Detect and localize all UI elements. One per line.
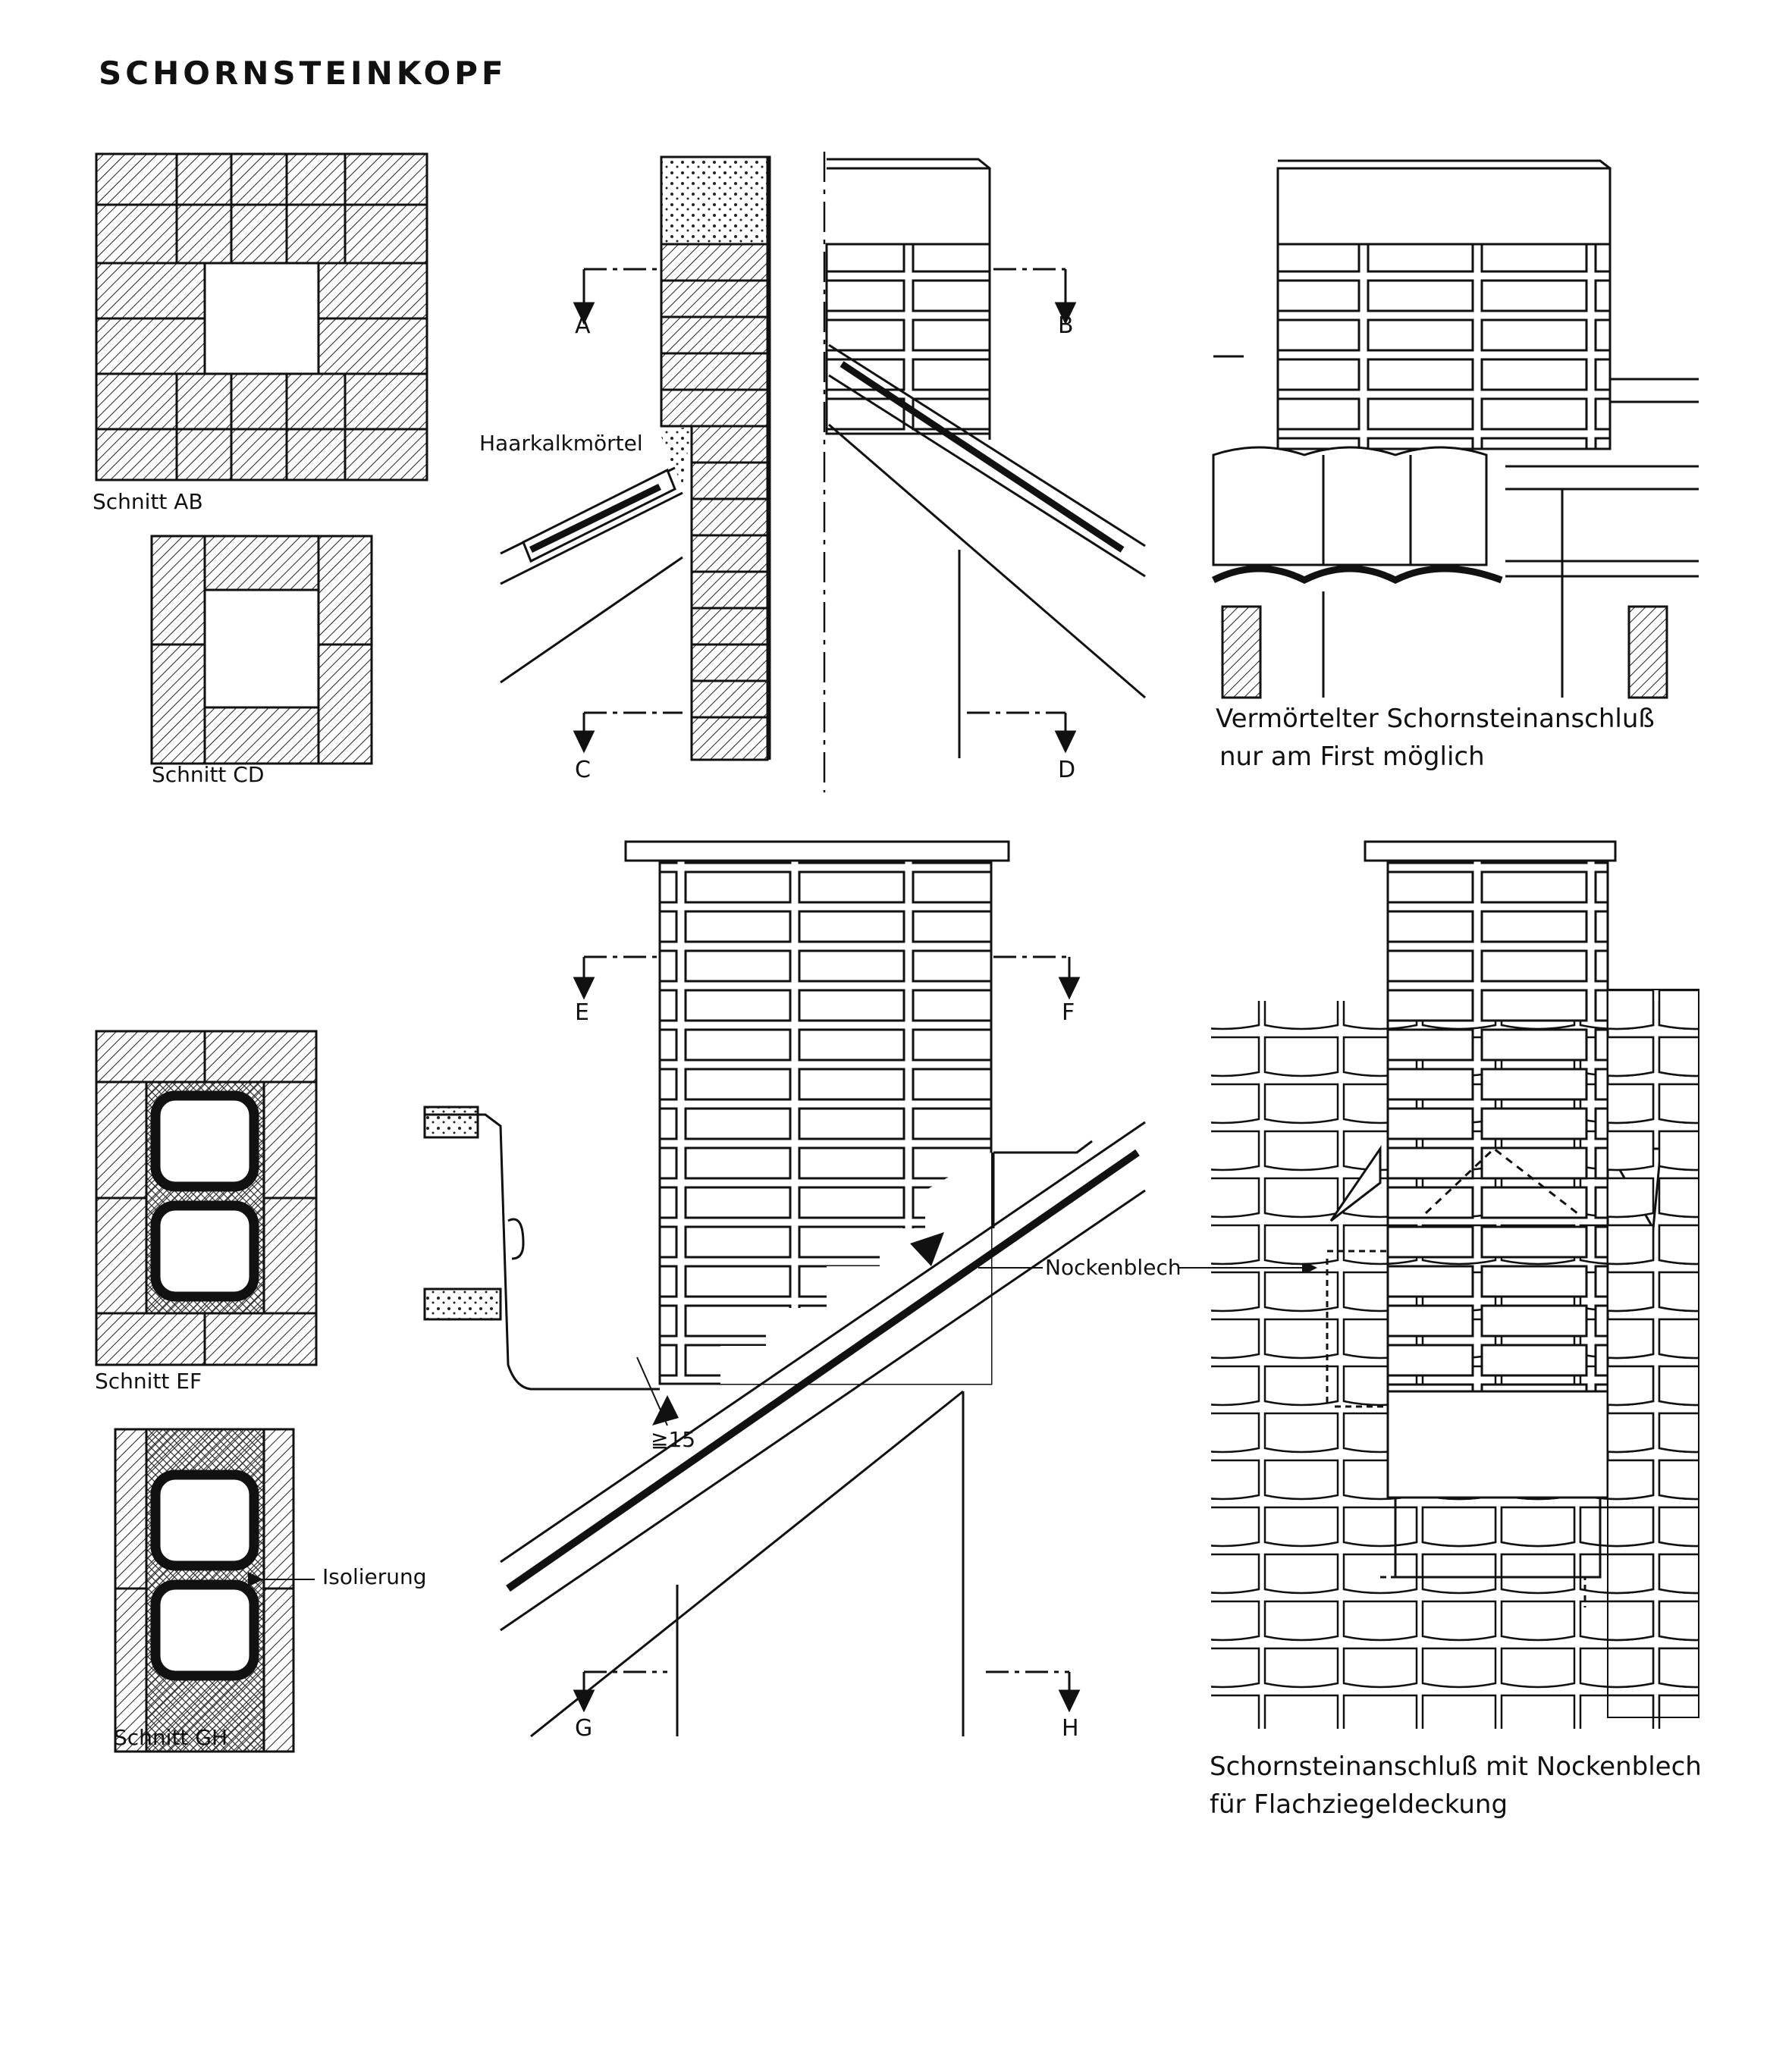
caption-top-right-2: nur am First möglich — [1219, 742, 1485, 772]
section-cd-plan — [150, 535, 373, 765]
section-ab-plan — [95, 152, 428, 481]
marker-c: C — [575, 757, 591, 783]
marker-a: A — [575, 312, 591, 339]
caption-top-right-1: Vermörtelter Schornsteinanschluß — [1216, 704, 1655, 734]
marker-h: H — [1062, 1715, 1079, 1742]
label-nockenblech: Nockenblech — [1045, 1255, 1182, 1280]
label-schnitt-cd: Schnitt CD — [152, 762, 265, 787]
marker-d: D — [1058, 757, 1076, 783]
nockenblech-section — [423, 840, 1317, 1738]
label-haarkalkmoertel: Haarkalkmörtel — [479, 431, 643, 456]
page-title: SCHORNSTEINKOPF — [99, 55, 507, 92]
label-isolierung: Isolierung — [322, 1564, 427, 1589]
label-schnitt-ef: Schnitt EF — [95, 1369, 202, 1394]
marker-f: F — [1062, 999, 1075, 1026]
caption-bottom-right-1: Schornsteinanschluß mit Nockenblech — [1210, 1752, 1702, 1782]
caption-bottom-right-2: für Flachziegeldeckung — [1210, 1789, 1508, 1820]
pantile-elevation — [1211, 159, 1699, 699]
ridge-chimney-section — [500, 152, 1146, 792]
marker-e: E — [575, 999, 589, 1026]
section-gh-plan — [114, 1428, 315, 1753]
label-schnitt-ab: Schnitt AB — [93, 489, 203, 514]
label-schnitt-gh: Schnitt GH — [114, 1725, 228, 1750]
marker-b: B — [1058, 312, 1074, 339]
label-min-slope: ≧15 — [651, 1427, 696, 1452]
marker-g: G — [575, 1715, 593, 1742]
section-markers — [573, 268, 1081, 1713]
flat-tile-elevation — [1211, 840, 1699, 1729]
section-ef-plan — [95, 1030, 318, 1366]
